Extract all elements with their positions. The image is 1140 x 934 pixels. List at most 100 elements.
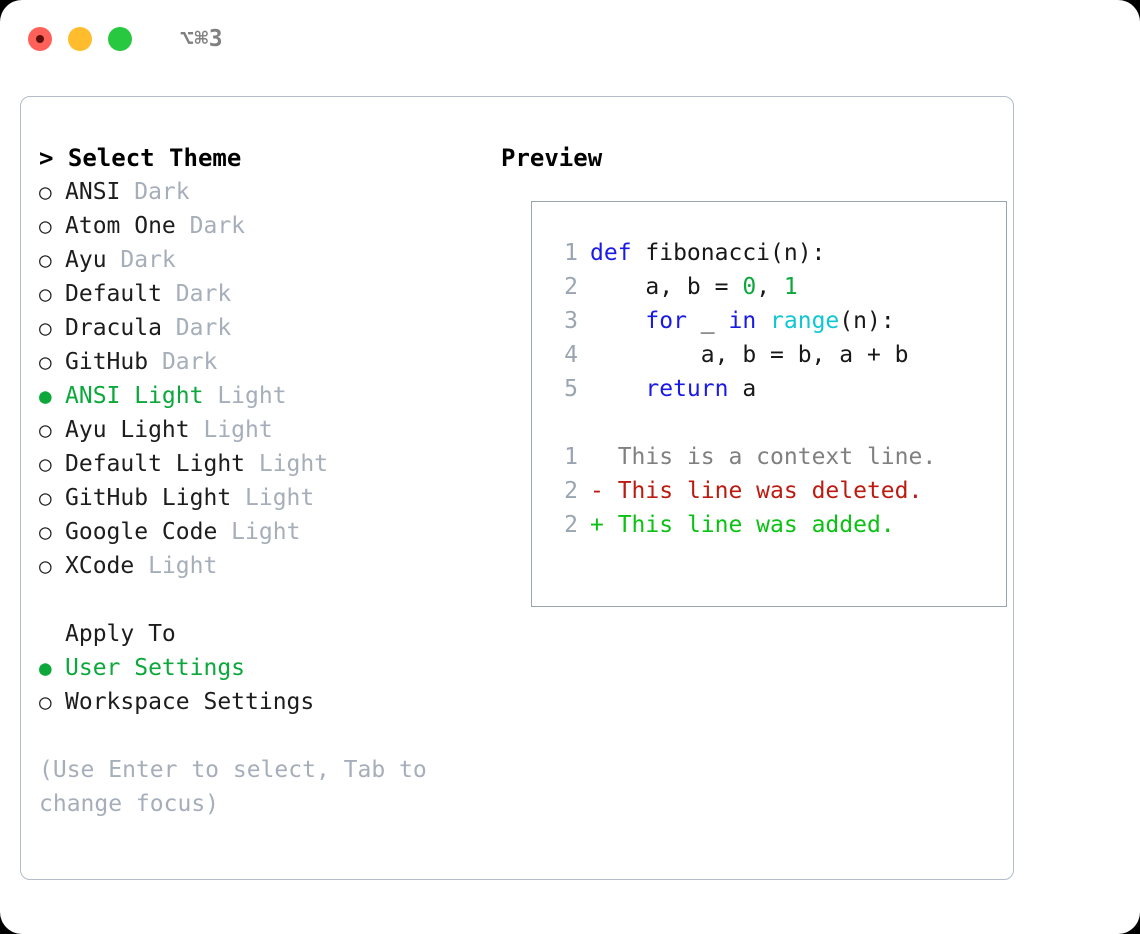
radio-unselected-icon: ○ xyxy=(39,248,52,272)
theme-option-atom-one[interactable]: ○ Atom One Dark xyxy=(39,209,479,243)
radio-unselected-icon: ○ xyxy=(39,690,52,714)
preview-heading: Preview xyxy=(501,144,603,172)
radio-unselected-icon: ○ xyxy=(39,180,52,204)
theme-option-name: ANSI xyxy=(65,179,121,205)
theme-option-github[interactable]: ○ GitHub Dark xyxy=(39,345,479,379)
code-line-number: 4 xyxy=(564,342,578,368)
theme-option-name: Dracula xyxy=(65,315,162,341)
theme-option-variant: Dark xyxy=(161,281,232,307)
radio-unselected-icon: ○ xyxy=(39,418,52,442)
apply-to-heading-label: Apply To xyxy=(65,621,176,647)
theme-option-name: Ayu Light xyxy=(65,417,190,443)
code-token: , xyxy=(756,274,784,300)
apply-to-heading: ○ Apply To xyxy=(39,617,479,651)
code-token: in xyxy=(728,308,757,334)
theme-option-variant: Light xyxy=(189,417,273,443)
theme-option-variant: Dark xyxy=(175,213,246,239)
apply-to-option-label: Workspace Settings xyxy=(65,689,315,715)
diff-marker xyxy=(590,440,618,474)
code-token xyxy=(756,304,770,338)
theme-option-google-code[interactable]: ○ Google Code Light xyxy=(39,515,479,549)
list-spacer xyxy=(39,583,479,617)
code-token: a xyxy=(728,376,757,402)
apply-to-list[interactable]: ●User Settings ○ Workspace Settings xyxy=(39,651,479,719)
code-token: for xyxy=(645,308,687,334)
radio-selected-icon: ● xyxy=(39,384,52,408)
code-line: 4 a, b = b, a + b xyxy=(544,338,1006,372)
theme-option-ansi-light[interactable]: ●ANSI Light Light xyxy=(39,379,479,413)
theme-option-dracula[interactable]: ○ Dracula Dark xyxy=(39,311,479,345)
diff-line-text: This is a context line. xyxy=(617,444,937,470)
keyboard-shortcut-label: ⌥⌘3 xyxy=(180,25,224,52)
theme-option-variant: Light xyxy=(203,383,287,409)
theme-option-variant: Light xyxy=(245,451,329,477)
close-button[interactable] xyxy=(28,27,52,51)
code-token: 0 xyxy=(742,274,757,300)
diff-line-number: 2 xyxy=(564,478,578,504)
theme-list[interactable]: ○ ANSI Dark ○ Atom One Dark ○ Ayu Dark ○ Defaul… xyxy=(39,175,479,583)
theme-option-name: Ayu xyxy=(65,247,107,273)
theme-option-name: Google Code xyxy=(65,519,218,545)
theme-option-name: GitHub xyxy=(65,349,149,375)
diff-line-text: This line was added. xyxy=(617,512,895,538)
theme-option-ansi[interactable]: ○ ANSI Dark xyxy=(39,175,479,209)
radio-selected-icon: ● xyxy=(39,656,52,680)
theme-option-name: Atom One xyxy=(65,213,176,239)
radio-unselected-icon: ○ xyxy=(39,452,52,476)
code-diff-gap xyxy=(544,406,1006,440)
theme-option-variant: Light xyxy=(134,553,218,579)
diff-line: 2 + This line was added. xyxy=(544,508,1006,542)
select-theme-heading: > Select Theme xyxy=(39,144,242,172)
theme-option-variant: Dark xyxy=(148,349,218,375)
title-bar: ⌥⌘3 xyxy=(0,0,1140,78)
main-panel: > Select Theme ○ANSI Dark○Atom One Dark○… xyxy=(20,96,1014,880)
apply-to-option-workspace-settings[interactable]: ○ Workspace Settings xyxy=(39,685,479,719)
code-token: return xyxy=(645,376,729,402)
code-token: 1 xyxy=(783,274,798,300)
radio-unselected-icon: ○ xyxy=(39,214,52,238)
theme-option-variant: Light xyxy=(217,519,301,545)
code-line: 3 for _ in range(n): xyxy=(544,304,1006,338)
code-line-number: 5 xyxy=(564,376,578,402)
theme-option-ayu-light[interactable]: ○ Ayu Light Light xyxy=(39,413,479,447)
radio-unselected-icon: ○ xyxy=(39,316,52,340)
theme-option-github-light[interactable]: ○GitHub Light Light xyxy=(39,481,479,515)
code-token xyxy=(590,372,645,406)
minimize-button[interactable] xyxy=(68,27,92,51)
diff-line-number: 2 xyxy=(564,512,578,538)
code-token: a, b = b, a + b xyxy=(590,342,909,368)
radio-unselected-icon: ○ xyxy=(39,282,52,306)
theme-option-variant: Dark xyxy=(120,179,190,205)
theme-option-name: Default Light xyxy=(65,451,246,477)
maximize-button[interactable] xyxy=(108,27,132,51)
theme-option-xcode[interactable]: ○ XCode Light xyxy=(39,549,479,583)
diff-line: 2- This line was deleted. xyxy=(544,474,1006,508)
diff-line-text: This line was deleted. xyxy=(617,478,923,504)
radio-unselected-icon: ○ xyxy=(39,554,52,578)
code-line-number: 1 xyxy=(564,240,578,266)
theme-option-ayu[interactable]: ○ Ayu Dark xyxy=(39,243,479,277)
theme-option-variant: Dark xyxy=(106,247,176,273)
diff-line: 1 This is a context line. xyxy=(544,440,1006,474)
code-line: 5 return a xyxy=(544,372,1006,406)
theme-option-variant: Dark xyxy=(161,315,232,341)
theme-option-name: XCode xyxy=(65,553,135,579)
diff-marker: - xyxy=(590,478,618,504)
code-line: 2 a, b = 0, 1 xyxy=(544,270,1006,304)
code-token: (n): xyxy=(839,308,895,334)
diff-sample: 1 This is a context line.2- This line wa… xyxy=(544,440,1006,542)
radio-unselected-icon: ○ xyxy=(39,350,52,374)
theme-option-default-light[interactable]: ○ Default Light Light xyxy=(39,447,479,481)
radio-unselected-icon: ○ xyxy=(39,520,52,544)
theme-option-default[interactable]: ○ Default Dark xyxy=(39,277,479,311)
diff-marker: + xyxy=(590,512,618,538)
code-line-number: 2 xyxy=(564,274,578,300)
theme-option-name: Default xyxy=(65,281,162,307)
apply-to-option-user-settings[interactable]: ●User Settings xyxy=(39,651,479,685)
